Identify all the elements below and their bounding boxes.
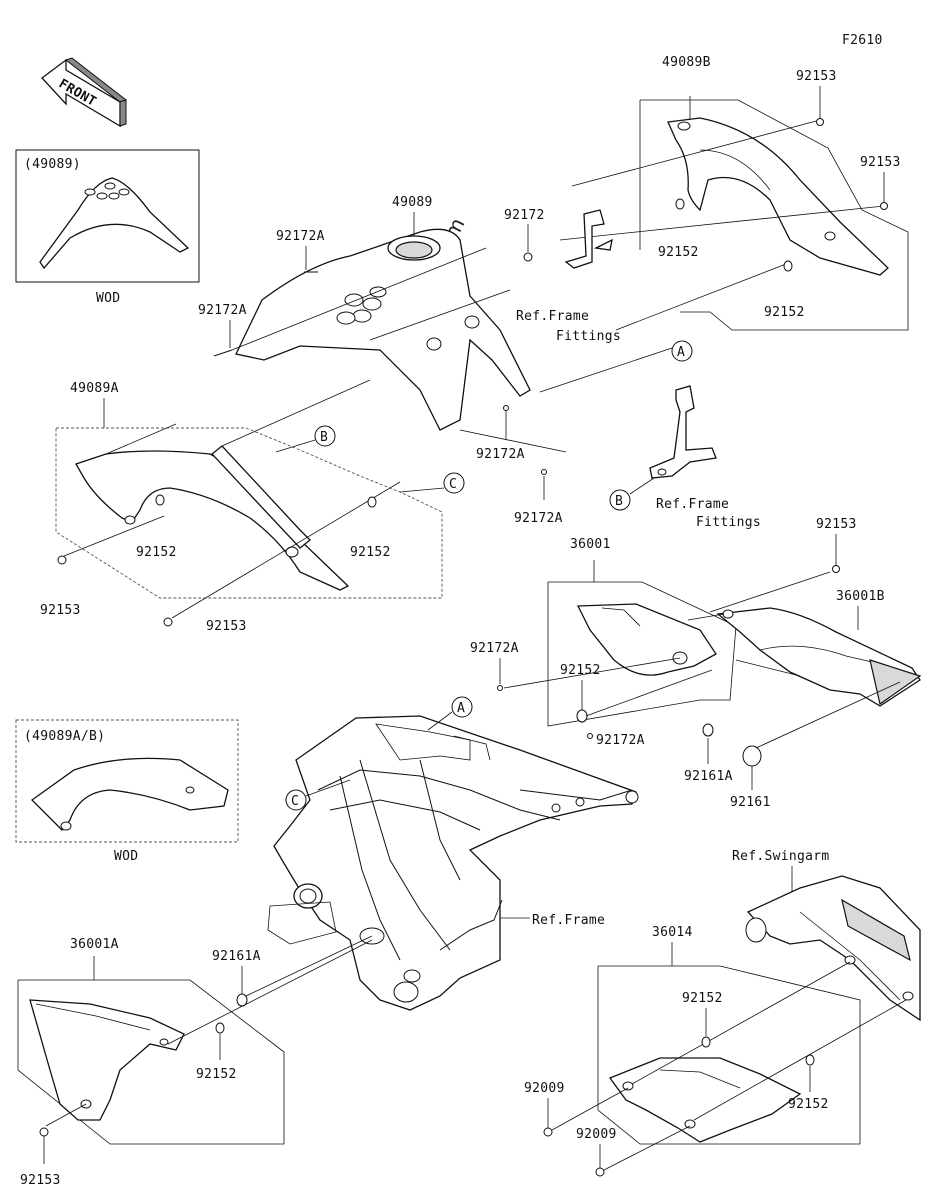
callout-b-lower bbox=[609, 489, 631, 511]
bolt-icon bbox=[57, 555, 67, 565]
screw-icon bbox=[587, 733, 593, 739]
label-92153-f: 92153 bbox=[20, 1173, 61, 1188]
front-arrow-icon: FRONT bbox=[41, 57, 128, 128]
cover-49089B bbox=[559, 96, 909, 331]
grommet-icon bbox=[155, 494, 165, 506]
grommet-icon bbox=[701, 1036, 711, 1048]
grommet-icon bbox=[742, 745, 762, 767]
label-92152-h: 92152 bbox=[788, 1097, 829, 1112]
label-92152-f: 92152 bbox=[196, 1067, 237, 1082]
grommet-icon bbox=[576, 709, 588, 723]
cover-36001B bbox=[687, 607, 922, 707]
label-49089A: 49089A bbox=[70, 381, 119, 396]
label-92172: 92172 bbox=[504, 208, 545, 223]
frame-fittings-lower bbox=[649, 385, 717, 479]
label-92153-b: 92153 bbox=[860, 155, 901, 170]
ref-swingarm: Ref.Swingarm bbox=[732, 849, 830, 864]
label-36001B: 36001B bbox=[836, 589, 885, 604]
bolt-icon bbox=[543, 1127, 553, 1137]
screw-icon bbox=[541, 469, 547, 475]
label-92152-e-side: 92152 bbox=[350, 545, 391, 560]
grommet-icon bbox=[215, 1022, 225, 1034]
grommet-icon bbox=[675, 198, 685, 210]
nut-icon bbox=[523, 252, 533, 262]
inset-mid-caption: WOD bbox=[114, 849, 138, 864]
label-92153-c: 92153 bbox=[40, 603, 81, 618]
callout-a-lower bbox=[451, 696, 473, 718]
label-92009-a: 92009 bbox=[524, 1081, 565, 1096]
ref-frame-fittings-1b: Fittings bbox=[556, 329, 621, 344]
label-92161A-b: 92161A bbox=[212, 949, 261, 964]
label-92161: 92161 bbox=[730, 795, 771, 810]
callout-b-upper-text: B bbox=[320, 430, 328, 445]
screw-icon bbox=[213, 349, 233, 357]
label-92172A-f: 92172A bbox=[596, 733, 645, 748]
inset-49089: (49089) WOD bbox=[15, 149, 200, 306]
label-36001A: 36001A bbox=[70, 937, 119, 952]
cover-36001 bbox=[547, 560, 737, 727]
label-92152-d: 92152 bbox=[136, 545, 177, 560]
callout-a-upper-text: A bbox=[677, 345, 685, 360]
figure-id: F2610 bbox=[842, 33, 883, 48]
label-36001: 36001 bbox=[570, 537, 611, 552]
bolt-icon bbox=[880, 202, 888, 210]
label-92172A-e: 92172A bbox=[470, 641, 519, 656]
cover-49089 bbox=[235, 228, 531, 431]
label-92153-d: 92153 bbox=[206, 619, 247, 634]
inset-mid-title: (49089A/B) bbox=[24, 729, 105, 744]
label-92153-e: 92153 bbox=[816, 517, 857, 532]
inset-top-title: (49089) bbox=[24, 157, 81, 172]
label-92153-a: 92153 bbox=[796, 69, 837, 84]
ref-frame-fittings-2: Ref.Frame bbox=[656, 497, 729, 512]
grommet-icon bbox=[783, 260, 793, 272]
callout-a-upper bbox=[671, 340, 693, 362]
label-36014: 36014 bbox=[652, 925, 693, 940]
inset-cover-shape bbox=[39, 177, 190, 270]
label-92172A-a: 92172A bbox=[276, 229, 325, 244]
callout-b-lower-text: B bbox=[615, 494, 623, 509]
label-92161A-a: 92161A bbox=[684, 769, 733, 784]
frame bbox=[267, 715, 639, 1011]
frame-fittings-upper bbox=[564, 209, 613, 269]
label-92172A-b: 92172A bbox=[198, 303, 247, 318]
label-92009-b: 92009 bbox=[576, 1127, 617, 1142]
grommet-icon bbox=[367, 496, 377, 508]
inset-top-caption: WOD bbox=[96, 291, 120, 306]
bolt-icon bbox=[163, 617, 173, 627]
callout-c-upper-text: C bbox=[449, 477, 457, 492]
label-49089B: 49089B bbox=[662, 55, 711, 70]
callout-a-lower-text: A bbox=[457, 701, 465, 716]
ref-frame: Ref.Frame bbox=[532, 913, 605, 928]
callout-b-upper bbox=[314, 425, 336, 447]
guard-36014 bbox=[597, 942, 907, 1145]
bolt-icon bbox=[832, 565, 840, 573]
callout-c-lower bbox=[285, 789, 307, 811]
bolt-icon bbox=[595, 1167, 605, 1177]
bolt-icon bbox=[39, 1127, 49, 1137]
screw-icon bbox=[497, 685, 503, 691]
bolt-icon bbox=[816, 118, 824, 126]
cover-49089A bbox=[55, 379, 443, 619]
ref-frame-fittings-2b: Fittings bbox=[696, 515, 761, 530]
label-92172A-d: 92172A bbox=[514, 511, 563, 526]
callout-c-lower-text: C bbox=[291, 794, 299, 809]
ref-frame-fittings-1: Ref.Frame bbox=[516, 309, 589, 324]
grommet-icon bbox=[702, 723, 714, 737]
label-92152-g: 92152 bbox=[682, 991, 723, 1006]
label-92172A-c: 92172A bbox=[476, 447, 525, 462]
label-92152-b: 92152 bbox=[658, 245, 699, 260]
grommet-icon bbox=[805, 1054, 815, 1066]
inset-49089AB: (49089A/B) WOD bbox=[15, 719, 239, 864]
screw-icon bbox=[503, 405, 509, 411]
label-92152-e: 92152 bbox=[560, 663, 601, 678]
label-92152-c: 92152 bbox=[764, 305, 805, 320]
label-49089: 49089 bbox=[392, 195, 433, 210]
callout-c-upper bbox=[443, 472, 465, 494]
swingarm bbox=[745, 875, 921, 1022]
cover-36001A bbox=[17, 956, 285, 1145]
